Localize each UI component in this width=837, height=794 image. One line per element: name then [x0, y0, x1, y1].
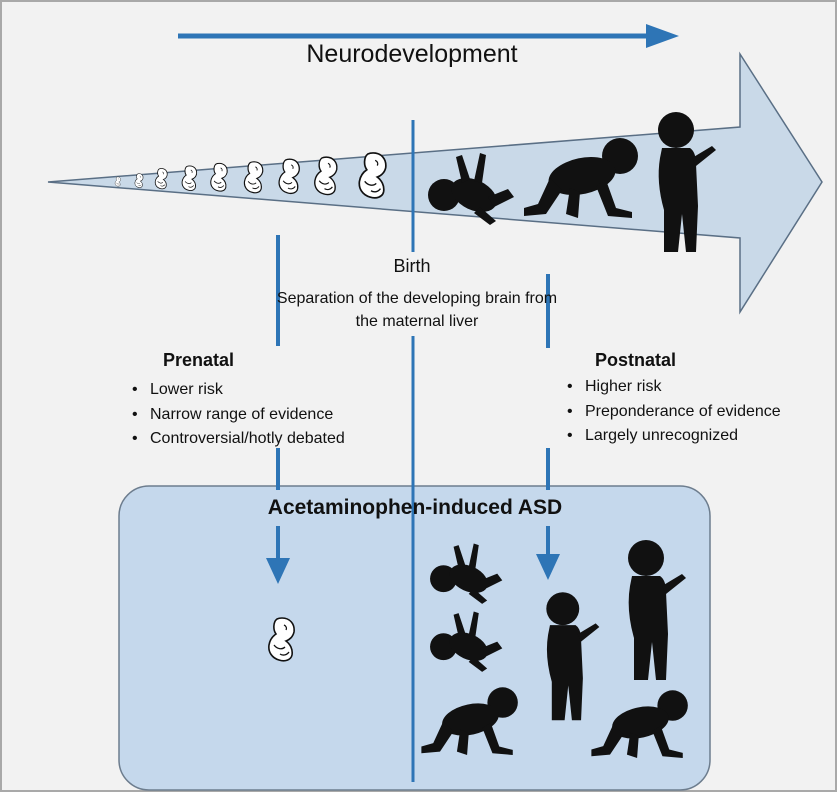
outcome-label: Acetaminophen-induced ASD	[267, 496, 563, 519]
diagram-title: Neurodevelopment	[306, 40, 518, 68]
postnatal-heading: Postnatal	[595, 350, 677, 370]
prenatal-heading: Prenatal	[163, 350, 235, 370]
prenatal-point: Lower risk	[128, 378, 345, 403]
prenatal-point: Controversial/hotly debated	[128, 427, 345, 452]
postnatal-point: Higher risk	[563, 375, 781, 400]
postnatal-point: Preponderance of evidence	[563, 400, 781, 425]
fetus-outline-icon	[210, 162, 228, 192]
prenatal-points: Lower risk Narrow range of evidence Cont…	[128, 378, 345, 452]
prenatal-point: Narrow range of evidence	[128, 403, 345, 428]
postnatal-points: Higher risk Preponderance of evidence La…	[563, 375, 781, 449]
birth-note: Separation of the developing brain from …	[276, 290, 558, 330]
fetus-outline-icon	[154, 168, 168, 190]
postnatal-arrowhead	[536, 554, 560, 580]
birth-label: Birth	[393, 256, 431, 276]
postnatal-point: Largely unrecognized	[563, 424, 781, 449]
neurodevelopment-arrowhead	[646, 24, 679, 48]
prenatal-arrowhead	[266, 558, 290, 584]
fetus-outline-icon	[181, 165, 198, 191]
